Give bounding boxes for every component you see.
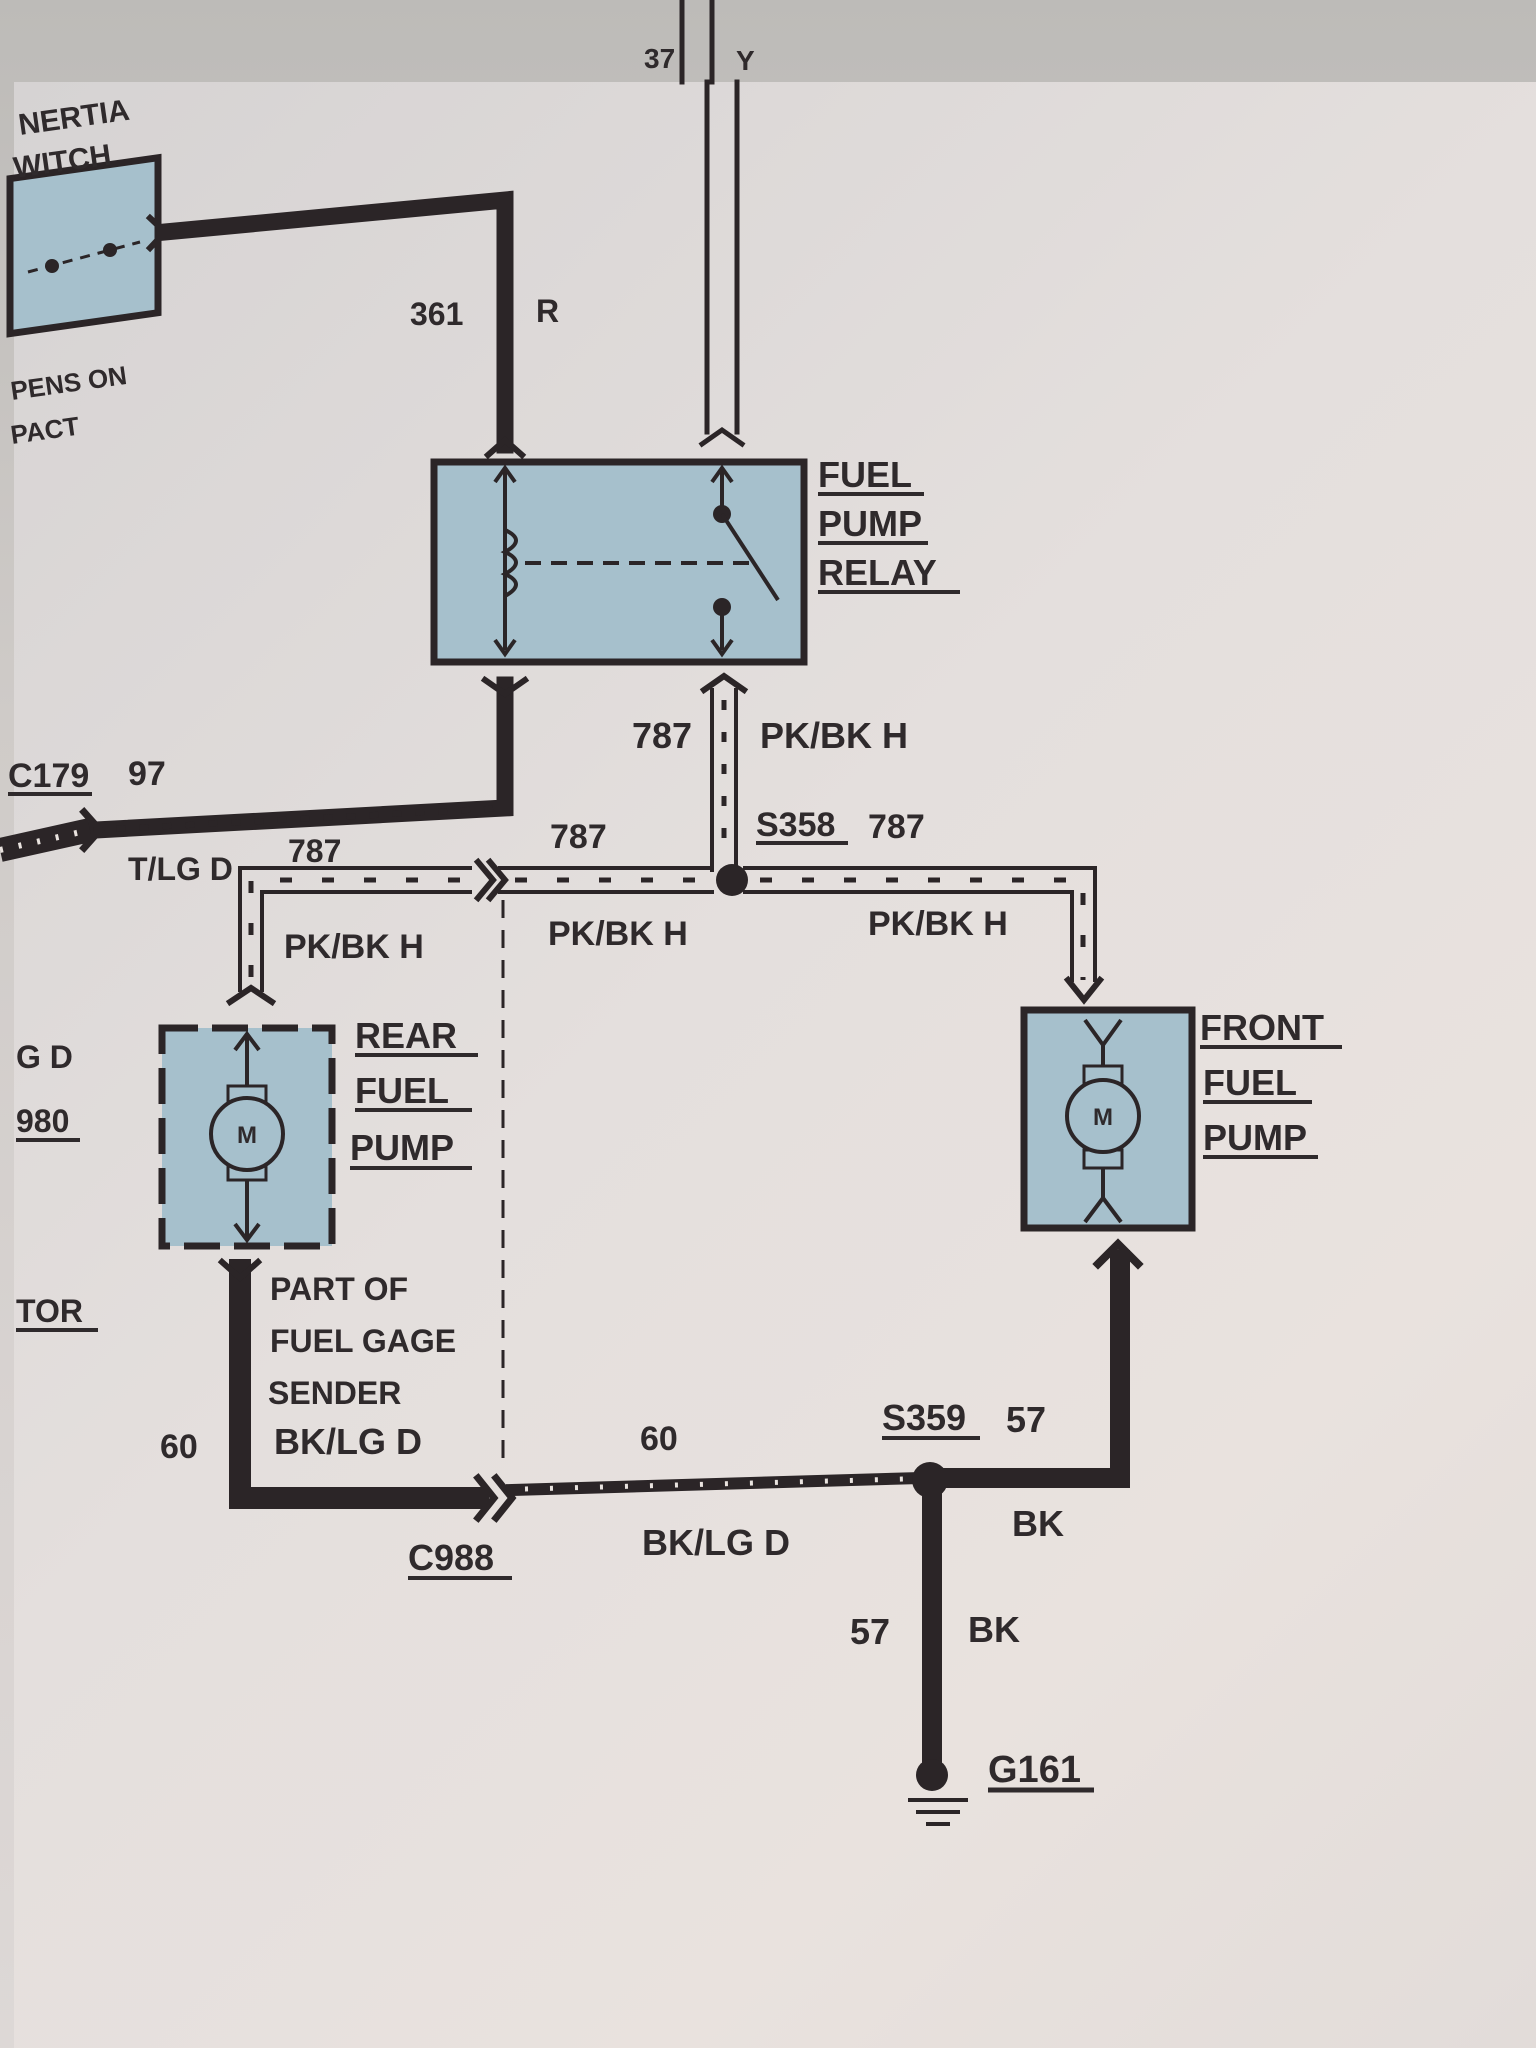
ground-g161-label: G161 xyxy=(988,1749,1081,1791)
rear-pump-label-1: REAR xyxy=(355,1015,457,1056)
inertia-note-2: PACT xyxy=(9,411,81,450)
wire-57-bk xyxy=(922,1238,1144,1770)
wire-60-rear-circuit: 60 xyxy=(160,1428,198,1466)
wire-60-bottom-circuit: 60 xyxy=(640,1420,678,1458)
wire-97-t-lgd xyxy=(0,675,530,862)
motor-icon xyxy=(1065,1078,1141,1154)
splice-s358 xyxy=(716,864,748,896)
wire-787-right-color: PK/BK H xyxy=(868,905,1008,943)
wire-57-ground-color: BK xyxy=(968,1609,1020,1650)
wire-361-circuit: 361 xyxy=(410,296,463,332)
front-pump-label-3: PUMP xyxy=(1203,1117,1307,1158)
wire-787-pk-bk xyxy=(225,672,1105,1007)
front-motor-symbol: M xyxy=(1093,1104,1113,1131)
inertia-label-1: NERTIA xyxy=(16,94,131,142)
connector-c988: C988 xyxy=(408,1537,494,1578)
wire-57-ground-circuit: 57 xyxy=(850,1611,890,1652)
wire-787-mid-color: PK/BK H xyxy=(548,915,688,953)
wire-37-color: Y xyxy=(736,45,755,76)
relay-label-3: RELAY xyxy=(818,552,937,593)
rear-pump-label-underlines xyxy=(350,1053,478,1170)
connector-c179: C179 xyxy=(8,757,89,795)
wire-787-left-circuit: 787 xyxy=(288,833,341,869)
wire-787-right-circuit: 787 xyxy=(868,808,925,846)
inertia-switch xyxy=(6,153,162,338)
wire-787-left-color: PK/BK H xyxy=(284,928,424,966)
fuel-pump-relay xyxy=(430,458,808,666)
splice-s358-label: S358 xyxy=(756,806,835,844)
ground-icon xyxy=(908,1759,968,1826)
inertia-note-1: PENS ON xyxy=(9,360,129,406)
relay-label-2: PUMP xyxy=(818,503,922,544)
wire-60-rear-color: BK/LG D xyxy=(274,1421,422,1462)
relay-coil-icon xyxy=(493,464,518,658)
front-pump-label-underlines xyxy=(1200,1045,1342,1159)
front-pump-label-1: FRONT xyxy=(1200,1007,1324,1048)
rear-fuel-pump xyxy=(158,1024,336,1250)
wire-361-color: R xyxy=(536,293,559,329)
sender-label-2: FUEL GAGE xyxy=(270,1323,456,1359)
rear-motor-symbol: M xyxy=(237,1122,257,1149)
motor-icon xyxy=(209,1096,285,1172)
sender-label-3: SENDER xyxy=(268,1375,401,1411)
wire-37-y xyxy=(679,0,746,448)
wire-60-bottom-color: BK/LG D xyxy=(642,1522,790,1563)
relay-switch-icon xyxy=(710,464,780,658)
wire-361-r xyxy=(145,190,527,460)
front-pump-label-2: FUEL xyxy=(1203,1062,1297,1103)
relay-label-1: FUEL xyxy=(818,454,912,495)
sender-label-1: PART OF xyxy=(270,1271,408,1307)
edge-fragment-tor: TOR xyxy=(16,1293,83,1329)
wire-57-front-circuit: 57 xyxy=(1006,1399,1046,1440)
wire-787-relay-circuit: 787 xyxy=(632,715,692,756)
wire-97-circuit: 97 xyxy=(128,755,166,793)
wire-60-bk-lgd xyxy=(217,1257,927,1523)
edge-fragment-980: 980 xyxy=(16,1103,69,1139)
rear-pump-label-3: PUMP xyxy=(350,1127,454,1168)
wire-97-color: T/LG D xyxy=(128,851,233,887)
splice-s359-label: S359 xyxy=(882,1397,966,1438)
edge-fragment-lgd: G D xyxy=(16,1039,73,1075)
relay-label-underlines xyxy=(818,492,960,594)
wire-57-front-color: BK xyxy=(1012,1503,1064,1544)
front-fuel-pump xyxy=(1020,1006,1196,1232)
wire-787-mid-circuit: 787 xyxy=(550,818,607,856)
wire-787-relay-color: PK/BK H xyxy=(760,715,908,756)
rear-pump-label-2: FUEL xyxy=(355,1070,449,1111)
wire-37-circuit: 37 xyxy=(644,43,675,74)
